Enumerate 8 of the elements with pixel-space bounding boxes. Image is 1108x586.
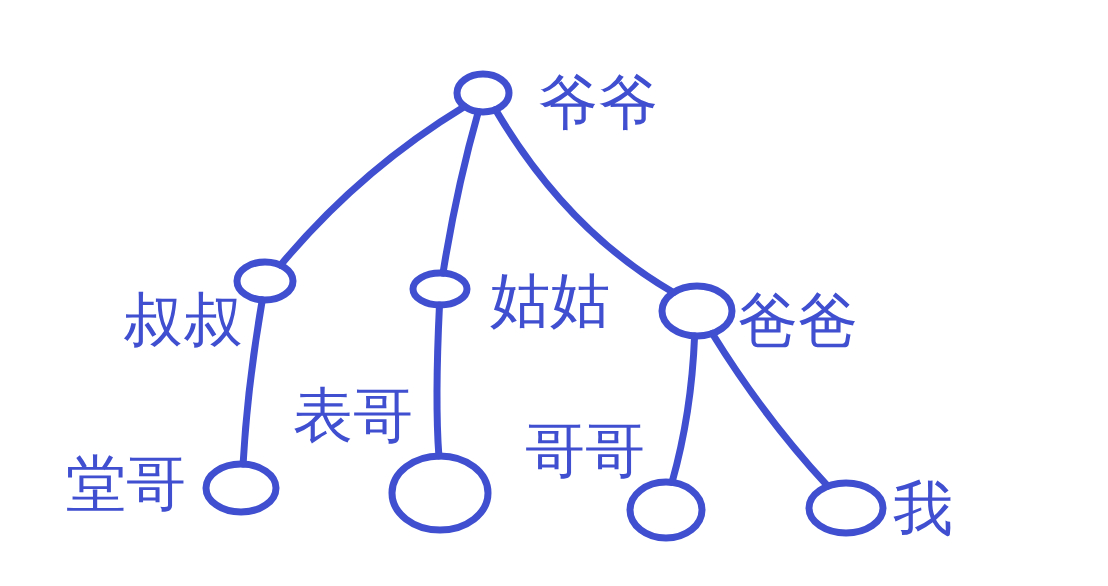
- node-label: 堂哥: [66, 453, 186, 513]
- node-label: 叔叔: [123, 290, 243, 350]
- node-label: 姑姑: [490, 270, 610, 330]
- node-label: 爸爸: [738, 290, 858, 350]
- node-label: 哥哥: [525, 420, 645, 480]
- node-label: 表哥: [293, 385, 413, 445]
- node-label: 我: [893, 478, 953, 538]
- node-label: 爷爷: [538, 72, 658, 132]
